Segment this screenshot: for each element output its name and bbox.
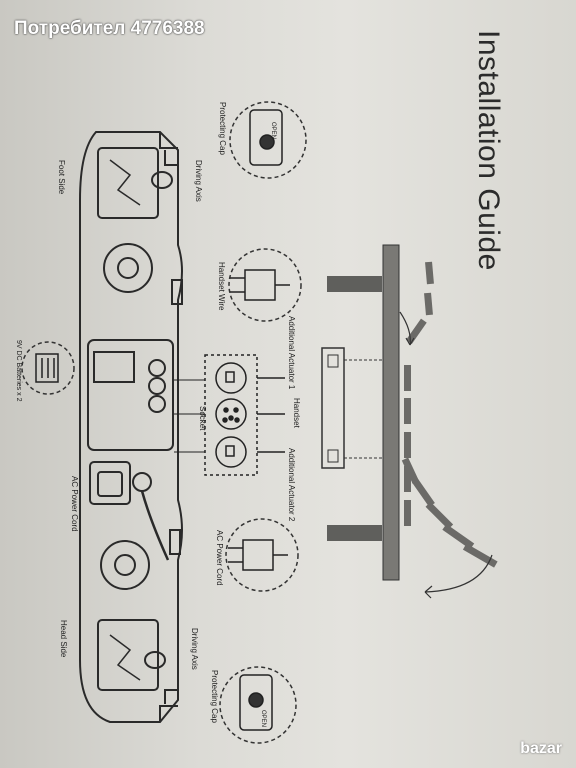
batteries-label: 9V DC Batteries x 2 [15, 340, 22, 402]
driving-axis-label-bottom: Driving Axis [190, 628, 199, 670]
bed-frame [382, 244, 400, 581]
ac-outlet [89, 461, 131, 505]
additional-actuator-2-label: Additional Actuator 2 [287, 448, 296, 522]
bed-leg-top [327, 276, 382, 292]
driving-axis-label-top: Driving Axis [194, 160, 203, 202]
foot-motor [103, 243, 153, 293]
ac-power-cord-detail-label: AC Power Cord [215, 530, 224, 586]
handset-wire-label: Handset Wire [217, 262, 226, 311]
ac-power-cord-label: AC Power Cord [70, 476, 79, 532]
head-side-label: Head Side [59, 620, 68, 658]
socket-panel [204, 354, 258, 476]
ac-power-cord-detail [225, 518, 299, 592]
open-label-top: OPEN [270, 122, 276, 140]
protecting-cap-detail-bottom [219, 666, 297, 744]
protecting-cap-label-bottom: Protecting Cap [210, 670, 219, 723]
protecting-cap-detail-top [229, 101, 307, 179]
control-box-outline [79, 131, 183, 723]
battery-compartment [87, 339, 174, 451]
bed-small-box [321, 347, 345, 469]
handset-label: Handset [292, 398, 301, 428]
batteries-detail [21, 341, 75, 395]
head-motor [100, 540, 150, 590]
socket-label: Socket [198, 406, 207, 431]
user-watermark: Потребител 4776388 [14, 18, 205, 39]
head-panel [97, 619, 159, 691]
handset-wire-detail [228, 248, 302, 322]
foot-side-label: Foot Side [57, 160, 66, 195]
bed-leg-bottom [327, 525, 382, 541]
bazar-logo: bazar [520, 740, 562, 757]
protecting-cap-label-top: Protecting Cap [218, 102, 227, 155]
foot-panel [97, 147, 159, 219]
additional-actuator-1-label: Additional Actuator 1 [287, 316, 296, 390]
open-label-bottom: OPEN [260, 710, 266, 728]
